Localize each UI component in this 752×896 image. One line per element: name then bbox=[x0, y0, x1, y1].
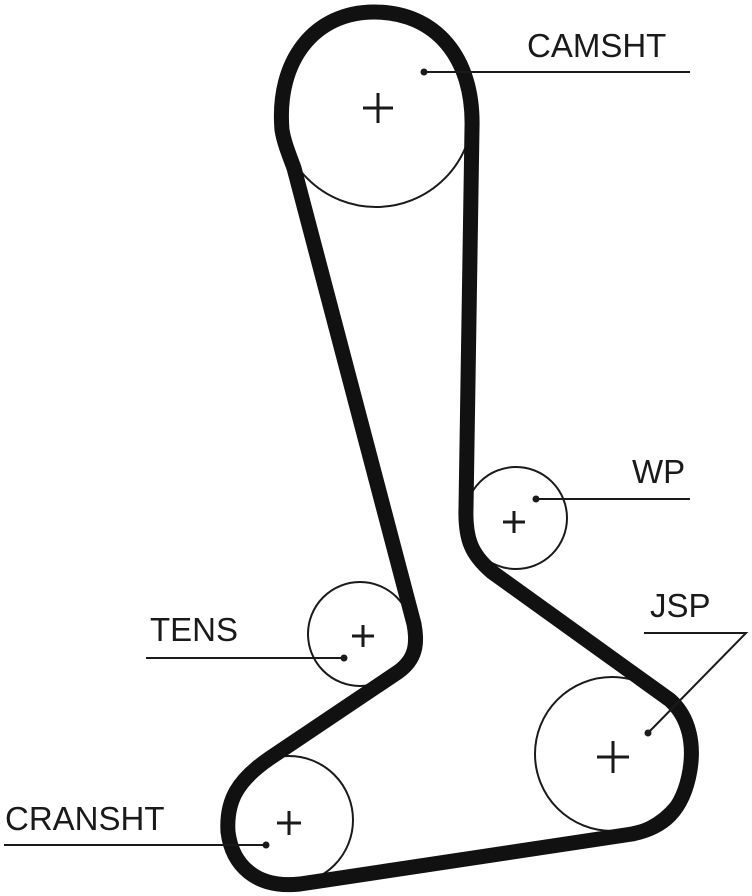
timing-belt bbox=[220, 4, 699, 893]
water-pump-center-cross bbox=[503, 511, 525, 533]
water-pump-leader bbox=[532, 495, 690, 503]
tensioner-leader bbox=[146, 654, 348, 662]
camshaft-leader bbox=[420, 68, 690, 76]
water-pump-label: WP bbox=[632, 453, 685, 490]
crankshaft-center-cross bbox=[277, 811, 301, 835]
tensioner-center-cross bbox=[352, 625, 374, 647]
crankshaft-leader bbox=[4, 841, 270, 849]
jackshaft-center-cross bbox=[597, 741, 629, 773]
jackshaft-leader bbox=[644, 632, 749, 737]
camshaft-label: CAMSHT bbox=[527, 27, 666, 64]
crankshaft-label: CRANSHT bbox=[5, 800, 165, 837]
jackshaft-label: JSP bbox=[650, 587, 711, 624]
tensioner-label: TENS bbox=[150, 611, 238, 648]
camshaft-center-cross bbox=[363, 93, 393, 123]
